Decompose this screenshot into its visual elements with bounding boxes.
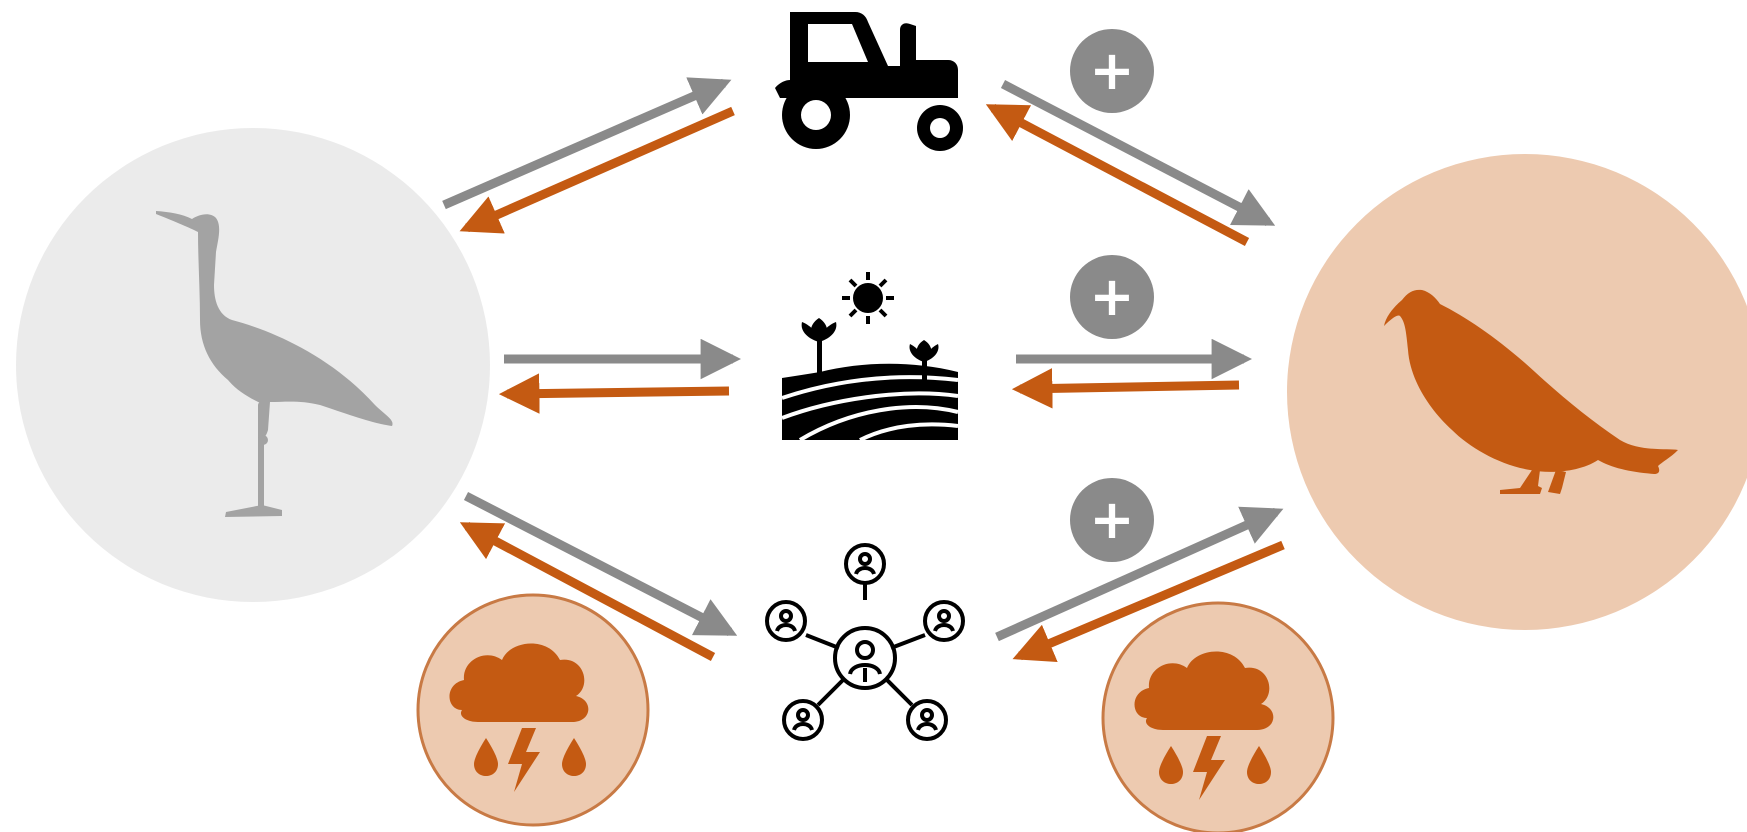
tractor-icon — [775, 12, 963, 151]
sun-icon — [842, 272, 894, 324]
arrow-tractor-to-left — [459, 106, 735, 234]
bottom-pathway-arrows — [459, 491, 1285, 663]
plus-icon: + — [1089, 265, 1134, 328]
people-network-icon — [765, 543, 965, 741]
arrow-right-to-tractor — [985, 104, 1250, 246]
right-species-node — [1287, 154, 1747, 630]
plus-badge-circle — [1070, 255, 1154, 339]
storm-badge-left — [416, 593, 650, 827]
arrow-left-to-tractor — [442, 77, 732, 210]
arrow-farmland-to-left — [498, 373, 730, 414]
plus-badge-top: + — [1070, 29, 1154, 113]
arrow-network-to-left — [459, 522, 716, 661]
left-species-node — [16, 128, 490, 602]
arrow-right-to-network — [1012, 540, 1285, 663]
arrow-right-to-farmland — [1011, 368, 1240, 409]
arrow-tractor-to-right — [1000, 80, 1276, 226]
arrow-network-to-right — [995, 506, 1284, 642]
arrow-left-to-network — [463, 491, 738, 637]
top-pathway-arrows — [442, 77, 1276, 246]
plus-badge-bottom: + — [1070, 478, 1154, 562]
partridge-bird-icon — [1384, 289, 1678, 494]
plus-badge-circle — [1070, 29, 1154, 113]
storm-cloud-icon — [449, 643, 589, 792]
bustard-bird-icon — [156, 211, 393, 517]
storm-badge-right — [1101, 601, 1335, 832]
plus-badge-circle — [1070, 478, 1154, 562]
plus-icon: + — [1089, 39, 1134, 102]
middle-pathway-arrows — [498, 338, 1253, 414]
plus-badge-middle: + — [1070, 255, 1154, 339]
farmland-sun-icon — [781, 272, 959, 442]
plus-icon: + — [1089, 488, 1134, 551]
storm-cloud-icon — [1134, 651, 1274, 800]
